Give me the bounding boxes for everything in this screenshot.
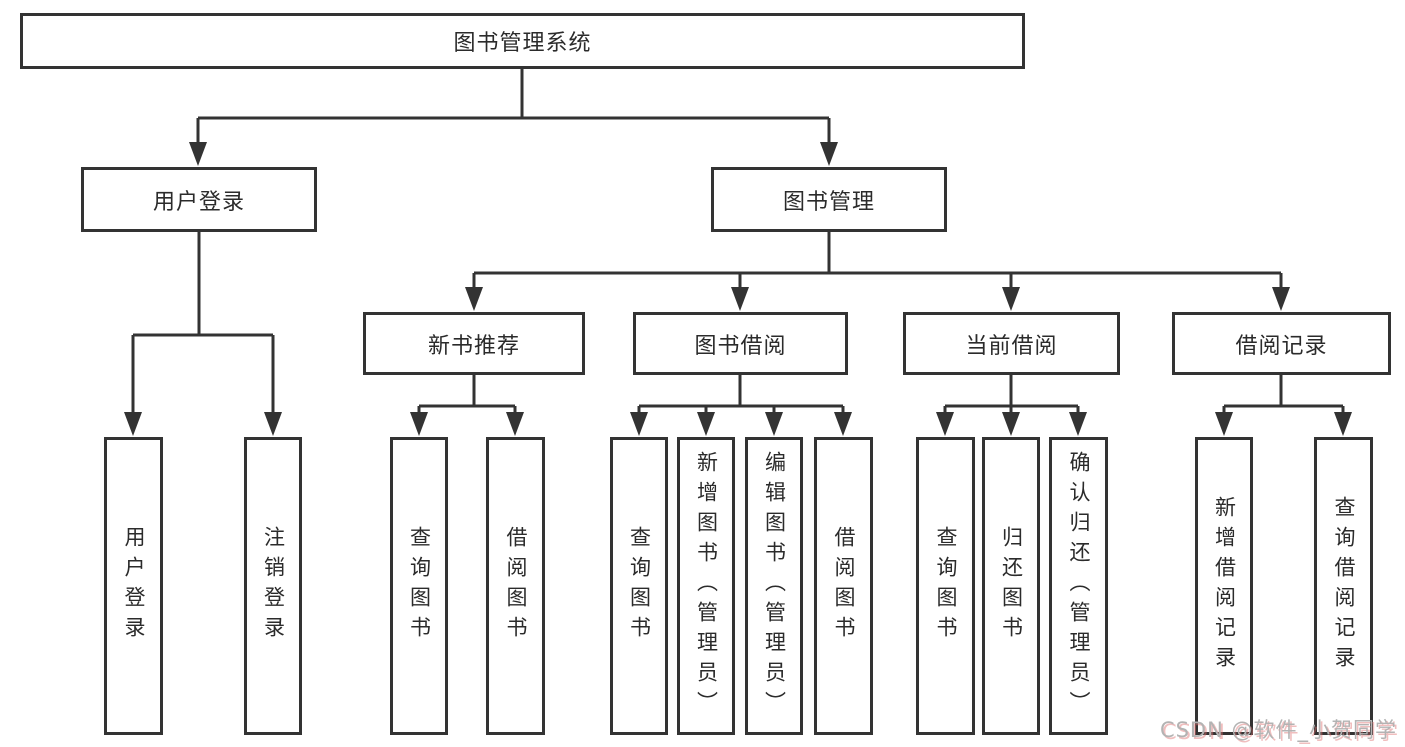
csdn-watermark: CSDN @软件_小贺同学	[1159, 718, 1397, 742]
node-label: 新书推荐	[427, 333, 520, 359]
leaf-query-books-borrowing: 查询图书	[610, 437, 668, 735]
node-label: 图书管理	[782, 189, 875, 215]
leaf-add-book-admin: 新增图书（管理员）	[677, 437, 735, 735]
leaf-label: 编辑图书（管理员）	[762, 451, 787, 721]
leaf-label: 借阅图书	[504, 526, 528, 646]
node-new-book-recommend: 新书推荐	[363, 312, 585, 375]
leaf-query-books-recommend: 查询图书	[390, 437, 448, 735]
node-book-borrowing: 图书借阅	[633, 312, 848, 375]
node-book-management: 图书管理	[711, 167, 947, 232]
leaf-logout: 注销登录	[244, 437, 302, 735]
leaf-label: 查询图书	[407, 526, 432, 646]
node-borrow-records: 借阅记录	[1172, 312, 1391, 375]
leaf-label: 查询图书	[934, 526, 958, 646]
arrowheads	[124, 142, 1352, 436]
node-current-borrowing: 当前借阅	[903, 312, 1120, 375]
leaf-edit-book-admin: 编辑图书（管理员）	[745, 437, 803, 735]
leaf-label: 借阅图书	[832, 526, 856, 646]
node-label: 借阅记录	[1235, 333, 1328, 359]
node-label: 图书借阅	[694, 333, 787, 359]
leaf-label: 查询借阅记录	[1332, 496, 1356, 676]
leaf-borrow-books: 借阅图书	[814, 437, 873, 735]
leaf-confirm-return-admin: 确认归还（管理员）	[1049, 437, 1108, 735]
node-label: 图书管理系统	[453, 31, 592, 56]
leaf-borrow-books-recommend: 借阅图书	[486, 437, 545, 735]
node-label: 当前借阅	[965, 333, 1058, 359]
leaf-label: 用户登录	[122, 526, 146, 646]
leaf-label: 归还图书	[999, 526, 1024, 646]
node-user-login-branch: 用户登录	[81, 167, 317, 232]
leaf-label: 新增图书（管理员）	[694, 451, 719, 721]
leaf-query-books-current: 查询图书	[916, 437, 975, 735]
node-label: 用户登录	[152, 189, 245, 215]
leaf-add-borrow-record: 新增借阅记录	[1195, 437, 1253, 735]
leaf-label: 新增借阅记录	[1212, 496, 1237, 676]
leaf-label: 注销登录	[261, 526, 286, 646]
leaf-return-books: 归还图书	[982, 437, 1040, 735]
node-root-system: 图书管理系统	[20, 13, 1025, 69]
leaf-user-login: 用户登录	[104, 437, 163, 735]
leaf-query-borrow-record: 查询借阅记录	[1314, 437, 1373, 735]
tree-edges	[131, 69, 1345, 414]
leaf-label: 确认归还（管理员）	[1067, 451, 1091, 721]
leaf-label: 查询图书	[627, 526, 652, 646]
